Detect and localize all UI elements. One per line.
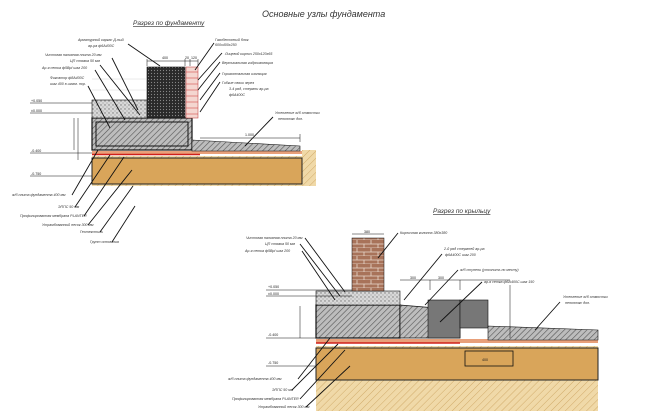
dim-400: 400 [162,56,168,60]
label: Чистовая наливная плита 20 мм [246,236,303,240]
brick-column [351,237,385,292]
level-zero: ±0.000 [31,109,42,113]
level-top: +0.050 [268,285,279,289]
label: Горизонтальная изоляция [222,72,267,76]
facing-brick [185,66,199,119]
sand-layer [315,347,599,381]
step-2 [459,299,489,329]
label: Ар-я сетка ф5ВрI шаг 200 [41,66,87,70]
label: Арматурный каркас Д-ный [77,38,124,42]
label: ЦП стяжка 50 мм [265,242,296,246]
level-zero: ±0.000 [268,292,279,296]
label: ж/б ступени (уточнить по месту) [459,268,519,272]
label: ф6А400С [229,93,245,97]
membrane-layer [316,339,598,343]
label: ф6А400С шаг 200 [445,253,476,257]
section2-title: Разрез по крыльцу [433,208,491,215]
level-m750: -0.750 [31,172,41,176]
level-m400: -0.400 [268,333,278,337]
screed [315,290,401,306]
dim-column: 380 [364,230,370,234]
label: Профилированная мембрана PLANTER [20,214,87,218]
dim-box: 400 [482,358,488,362]
label: пеноплэкс доп. [278,117,303,121]
label: ар-ра ф6А400С [88,44,115,48]
label: ж/б плита фундамента 400 мм [11,193,66,197]
label: Утепление ж/б отмостки [275,111,320,115]
drawing-title: Основные узлы фундамента [262,9,385,19]
foundation-slab [91,117,193,151]
label: Геотекстиль [80,230,103,234]
label: ЦП стяжка 50 мм [70,59,101,63]
label: Гибкие связи через [222,81,255,85]
dim-20: 20 [185,56,189,60]
dim-step1: 300 [410,276,416,280]
section1-drawing [30,59,316,186]
label: ар-я сетка ф6А400С шаг 150 [484,280,534,284]
label: 600х400х250 [215,43,237,47]
label: 2-й ряд стержней ар-ра [443,247,484,251]
dim-paving: 1.000 [245,133,254,137]
label: шаг 400 в шахм. пор. [50,82,86,86]
label: Фиксатор ф8А400С [50,76,85,80]
label: Утрамбованный песок 300 мм [258,405,310,409]
label: Газобетонный блок [215,38,249,42]
label: Утепление ж/б отмостки [563,295,608,299]
label: Грунт основания [90,240,119,244]
label: пеноплэкс доп. [565,301,590,305]
dim-120: 120 [191,56,197,60]
foundation-slab [315,304,401,339]
label: Чистовая наливная плита 20 мм [45,53,102,57]
label: ЭППС 50 мм [272,388,294,392]
level-top: +0.050 [31,99,42,103]
section2-drawing [266,233,599,411]
label: Профилированная мембрана PLANTER [232,397,299,401]
label: Лицевой кирпич 250х120х65 [224,52,272,56]
step-1 [427,299,461,339]
label: Ар-я сетка ф5ВрI шаг 200 [244,249,290,253]
label: ЭППС 50 мм [58,205,80,209]
section1-title: Разрез по фундаменту [133,19,205,27]
label: Вертикальная гидроизоляция [222,61,273,65]
membrane-layer [92,151,302,154]
aerated-block [146,66,186,119]
sand-layer [91,157,303,185]
dim-step2: 300 [438,276,444,280]
level-m400: -0.400 [31,149,41,153]
level-m750: -0.750 [268,361,278,365]
label: 3-4 ряд, стержни ар-ра [229,87,268,91]
label: Кирпичная колонна 380х380 [400,231,447,235]
label: Утрамбованный песок 300 мм [42,223,94,227]
paving [487,325,599,341]
label: ж/б плита фундамента 400 мм [227,377,282,381]
